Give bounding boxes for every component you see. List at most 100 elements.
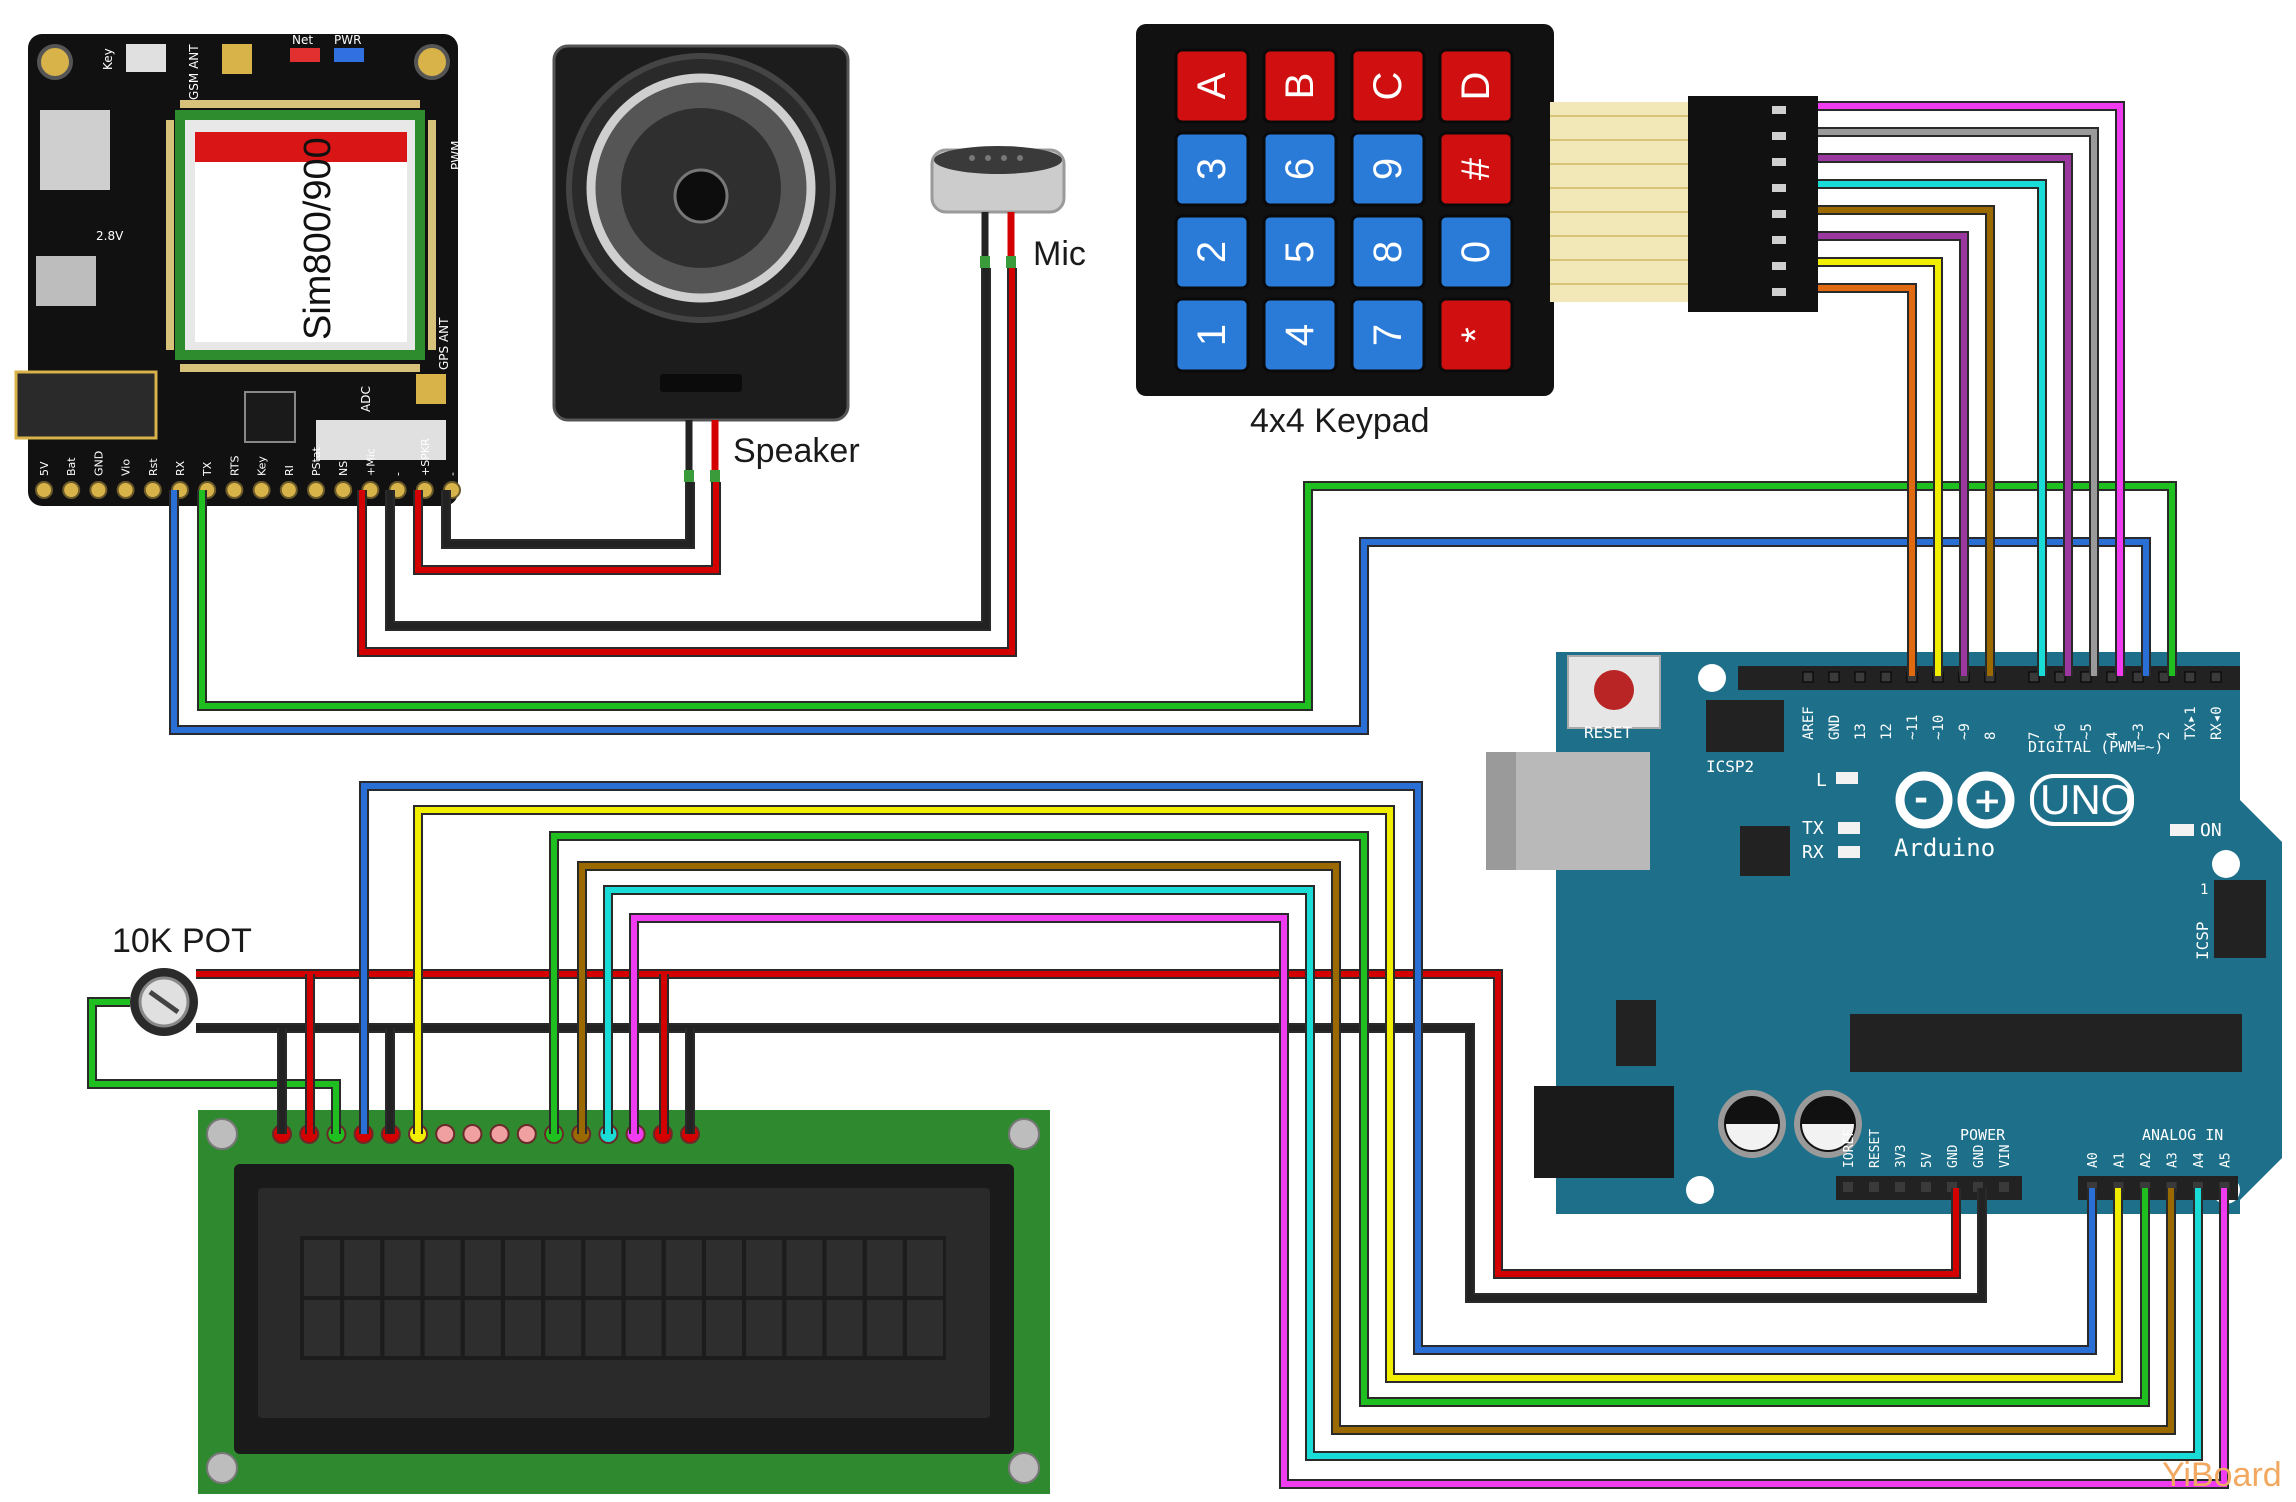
sim-pin-label: Rst [147, 458, 160, 476]
lcd-char-cell [625, 1240, 662, 1296]
lcd-pin [462, 1124, 483, 1144]
lcd-char-cell [706, 1300, 742, 1356]
sim-pin-label: Vio [120, 459, 133, 476]
analog-pin [2113, 1182, 2124, 1192]
keypad-key[interactable] [1262, 48, 1338, 124]
digital-pin-label: RX◂0 [2209, 706, 2225, 740]
keypad-connector-pin [1772, 288, 1786, 296]
icsp-label: ICSP [2193, 921, 2212, 960]
keypad-key-label: 7 [1366, 324, 1410, 346]
lcd-char-cell [384, 1240, 421, 1296]
lcd-char-cell [424, 1240, 461, 1296]
keypad-key[interactable] [1350, 48, 1426, 124]
sim-pin-pad [307, 481, 325, 499]
keypad-key[interactable] [1262, 214, 1338, 290]
keypad-key-label: D [1454, 72, 1498, 101]
sim-pwm-label: PWM [449, 141, 463, 170]
power-section-label: POWER [1960, 1126, 2006, 1144]
lcd-char-cell [545, 1240, 582, 1296]
power-pin [1895, 1182, 1905, 1192]
digital-pin-label: 8 [1983, 732, 1999, 740]
battery-connector [40, 110, 110, 190]
arduino-uno: RESET ICSP2 ICSP 1 L TX RX ON [1486, 652, 2282, 1214]
sim-pin-pad [116, 481, 135, 499]
keypad-key[interactable] [1174, 214, 1250, 290]
sim-gps-ant-label: GPS ANT [437, 317, 451, 370]
audio-jack [14, 370, 158, 440]
usb-port [36, 256, 96, 306]
wire-outline [441, 482, 695, 549]
wire [605, 887, 2201, 1459]
sim-chip-label: Sim800/900 [297, 137, 339, 340]
speaker-label: Speaker [733, 432, 860, 470]
sim-pin-pad [279, 481, 298, 499]
keypad-key[interactable] [1262, 297, 1338, 373]
wires [87, 101, 2229, 1489]
keypad-key[interactable] [1438, 48, 1514, 124]
analog-pin-label: A1 [2113, 1152, 2128, 1168]
sim-pin-label: RI [283, 465, 296, 476]
power-pin-label: GND [1946, 1144, 1961, 1168]
analog-pin [2087, 1182, 2097, 1192]
digital-pin-label: ~11 [1905, 715, 1921, 740]
keypad-key-label: 5 [1278, 241, 1322, 263]
wire [171, 490, 2149, 733]
analog-section-label: ANALOG IN [2142, 1126, 2223, 1144]
sim-pin-pad [62, 481, 81, 499]
lcd-char-cell [746, 1300, 783, 1356]
keypad-key-label: B [1278, 73, 1322, 100]
analog-pin-label: A2 [2139, 1152, 2154, 1168]
lcd-char-cell [545, 1300, 582, 1356]
keypad-key[interactable] [1350, 297, 1426, 373]
keypad-key-label: C [1366, 72, 1410, 101]
keypad-key[interactable] [1174, 48, 1250, 124]
lcd-char-cell [665, 1300, 702, 1356]
analog-pin-label: A0 [2086, 1152, 2101, 1168]
sim-pin-label: Bat [65, 457, 78, 476]
reset-button-cap[interactable] [1594, 670, 1634, 710]
digital-pin [1802, 671, 1814, 683]
keypad-key[interactable] [1174, 131, 1250, 207]
analog-header [2078, 1176, 2238, 1200]
digital-pin-label: ~10 [1931, 715, 1947, 740]
keypad-connector-pin [1772, 132, 1786, 140]
potentiometer [130, 968, 198, 1036]
wire [415, 482, 719, 573]
lcd-char-cell [826, 1240, 863, 1296]
speaker [552, 44, 850, 490]
keypad-connector-pin [1772, 210, 1786, 218]
keypad-key[interactable] [1438, 297, 1514, 373]
digital-pin-label: 13 [1853, 723, 1869, 740]
sim800-module: Sim800/900 Key Net PWR GSM ANT GPS ANT P… [14, 33, 463, 506]
keypad-key[interactable] [1350, 131, 1426, 207]
keypad-key[interactable] [1350, 214, 1426, 290]
keypad-key-label: 4 [1278, 324, 1322, 346]
power-pin [1921, 1182, 1931, 1192]
wire [199, 483, 2175, 709]
keypad-key[interactable] [1438, 214, 1514, 290]
keypad-key[interactable] [1438, 131, 1514, 207]
keypad-key-label: * [1454, 327, 1498, 343]
keypad-key[interactable] [1174, 297, 1250, 373]
analog-pin [2166, 1182, 2177, 1192]
mount-hole [414, 44, 450, 80]
power-pin-label: 3V3 [1894, 1145, 1909, 1168]
lcd-char-cell [464, 1300, 501, 1356]
wire [579, 863, 2174, 1433]
mic-label: Mic [1033, 235, 1086, 273]
digital-pin [2132, 671, 2144, 683]
sim-key-label: Key [101, 48, 115, 70]
keypad-connector-pin [1772, 106, 1786, 114]
microphone [930, 146, 1066, 275]
wire [196, 1025, 1985, 1301]
keypad-key[interactable] [1262, 131, 1338, 207]
lcd-pin [489, 1124, 510, 1144]
lcd-char-cell [424, 1300, 461, 1356]
lcd-char-cell [746, 1240, 783, 1296]
keypad-key-label: # [1454, 157, 1498, 180]
keypad-key-label: 6 [1278, 158, 1322, 180]
lcd-char-cell [585, 1240, 622, 1296]
lcd-char-cell [384, 1300, 421, 1356]
digital-pin-label: ~5 [2079, 723, 2095, 740]
sim-pin-label: +SPKR [419, 438, 432, 476]
